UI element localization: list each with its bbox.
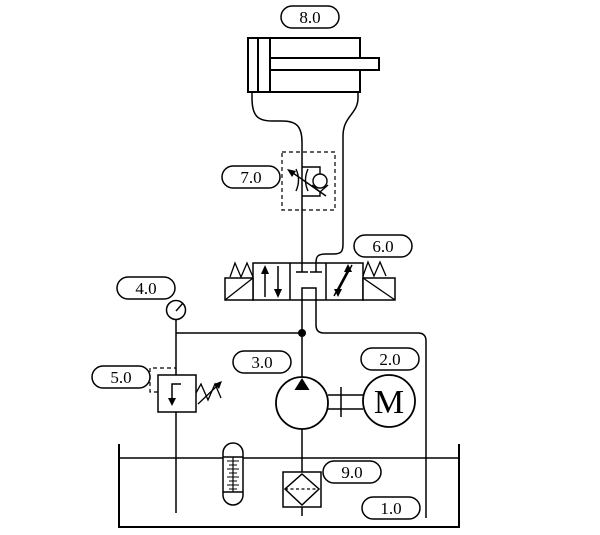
level-gauge [222, 442, 244, 506]
tank [118, 444, 460, 528]
callout-labels: 8.0 7.0 6.0 4.0 5.0 3.0 2.0 9.0 [91, 5, 421, 520]
throttle-check-valve [281, 151, 336, 211]
pump-circle [275, 376, 329, 430]
valve-left-solenoid-slash [224, 277, 254, 301]
callout-6: 6.0 [353, 234, 413, 258]
relief-flow-arrow [171, 383, 181, 399]
pipe-cylinder-to-throttle [251, 92, 303, 263]
pressure-gauge [165, 299, 187, 321]
relief-spring-icon [195, 382, 222, 402]
hydraulic-cylinder [247, 37, 380, 93]
relief-flow-arrowhead [168, 398, 176, 406]
valve-center-blocked-ports [296, 263, 322, 273]
throttle-adjust-arrow [292, 172, 327, 197]
valve-right-spring-icon [362, 260, 387, 278]
callout-4-text: 4.0 [135, 279, 156, 298]
relief-valve-box [157, 374, 197, 413]
callout-6-oval [353, 234, 413, 258]
callout-2-oval [360, 347, 420, 371]
callout-2: 2.0 [360, 347, 420, 371]
callout-4: 4.0 [116, 276, 176, 300]
relief-adjust-arrow [197, 384, 219, 405]
callout-3: 3.0 [232, 350, 292, 374]
level-gauge-ticks [227, 460, 239, 490]
relief-adjust-arrowhead [214, 381, 222, 389]
callout-2-text: 2.0 [379, 350, 400, 369]
valve-cell-dividers [289, 263, 327, 300]
callout-5-oval [91, 365, 151, 389]
suction-filter [282, 471, 322, 508]
valve-left-up-arrowhead [261, 265, 269, 274]
pipe-valve-t-to-tank [315, 300, 427, 518]
motor-letter: M [374, 384, 404, 421]
callout-4-oval [116, 276, 176, 300]
pipe-lines [175, 92, 427, 518]
callout-1-oval [361, 496, 421, 520]
callout-9: 9.0 [322, 460, 382, 484]
directional-control-valve [224, 260, 396, 301]
valve-body [252, 262, 364, 301]
callout-1-text: 1.0 [380, 499, 401, 518]
valve-right-cross-arrowhead2 [334, 289, 342, 297]
check-valve-ball-icon [312, 173, 328, 189]
throttle-restrictor-arcs [295, 168, 309, 192]
motor-coupling [328, 387, 363, 417]
throttle-dashed-enclosure [281, 151, 336, 211]
tank-outline [118, 444, 460, 528]
gauge-needle [175, 302, 184, 312]
callout-7: 7.0 [221, 165, 281, 189]
callout-5-text: 5.0 [110, 368, 131, 387]
throttle-adjust-arrowhead [287, 169, 296, 177]
valve-center-pt-connector [301, 287, 317, 300]
valve-left-spring-icon [229, 261, 254, 279]
relief-pilot-line-dashed [149, 367, 176, 393]
electric-motor: M [328, 374, 416, 428]
check-valve-bypass-loop [302, 166, 321, 197]
pipe-cylinder-to-valve-b [315, 92, 359, 264]
callout-1: 1.0 [361, 496, 421, 520]
callout-7-oval [221, 165, 281, 189]
callout-6-text: 6.0 [372, 237, 393, 256]
callout-8: 8.0 [280, 5, 340, 29]
callout-7-text: 7.0 [240, 168, 261, 187]
callout-3-text: 3.0 [251, 353, 272, 372]
valve-right-solenoid-slash [362, 277, 396, 301]
callout-9-oval [322, 460, 382, 484]
valve-left-down-arrowhead [274, 289, 282, 298]
pump-flow-triangle-icon [294, 378, 310, 390]
pressure-relief-valve [149, 367, 222, 413]
motor-circle [362, 374, 416, 428]
callout-3-oval [232, 350, 292, 374]
callout-8-oval [280, 5, 340, 29]
pipe-junction-dot [298, 329, 306, 337]
callout-8-text: 8.0 [299, 8, 320, 27]
callout-5: 5.0 [91, 365, 151, 389]
hydraulic-pump [275, 376, 329, 430]
cylinder-rod [269, 57, 380, 71]
callout-9-text: 9.0 [341, 463, 362, 482]
valve-right-cross-line2 [337, 264, 353, 292]
